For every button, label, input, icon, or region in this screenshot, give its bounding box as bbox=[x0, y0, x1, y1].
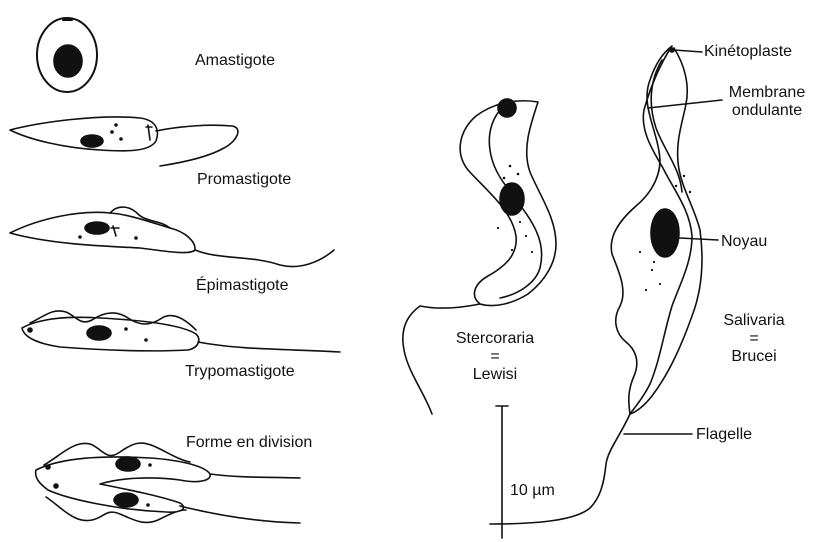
label-kinetoplaste: Kinétoplaste bbox=[704, 43, 792, 61]
salivaria-cell bbox=[611, 46, 702, 414]
label-noyau: Noyau bbox=[721, 233, 767, 251]
label-epimastigote: Épimastigote bbox=[196, 277, 289, 295]
division-cell bbox=[36, 443, 300, 523]
label-division: Forme en division bbox=[186, 434, 312, 452]
label-membrane-ondulante: Membrane ondulante bbox=[722, 84, 812, 120]
label-flagelle: Flagelle bbox=[696, 426, 752, 444]
amastigote-cell bbox=[37, 18, 97, 92]
flagellum bbox=[490, 414, 630, 524]
label-salivaria-line1: Salivaria bbox=[712, 312, 796, 330]
label-membrane-line1: Membrane bbox=[722, 84, 812, 102]
epimastigote-cell bbox=[10, 207, 334, 266]
label-scale: 10 µm bbox=[510, 482, 555, 500]
label-amastigote: Amastigote bbox=[195, 52, 275, 70]
label-salivaria-line3: Brucei bbox=[712, 348, 796, 366]
label-stercoraria-line3: Lewisi bbox=[448, 366, 542, 384]
noyau-leader bbox=[680, 238, 718, 240]
trypomastigote-cell bbox=[22, 311, 340, 352]
kinetoplaste-leader bbox=[674, 50, 702, 52]
label-salivaria-line2: = bbox=[712, 330, 796, 348]
label-membrane-line2: ondulante bbox=[722, 102, 812, 120]
label-trypomastigote: Trypomastigote bbox=[185, 363, 295, 381]
promastigote-cell bbox=[10, 117, 238, 166]
label-stercoraria-line1: Stercoraria bbox=[448, 330, 542, 348]
label-promastigote: Promastigote bbox=[197, 171, 291, 189]
label-salivaria: Salivaria = Brucei bbox=[712, 312, 796, 366]
label-stercoraria: Stercoraria = Lewisi bbox=[448, 330, 542, 384]
scale-bar bbox=[496, 406, 508, 538]
label-stercoraria-line2: = bbox=[448, 348, 542, 366]
